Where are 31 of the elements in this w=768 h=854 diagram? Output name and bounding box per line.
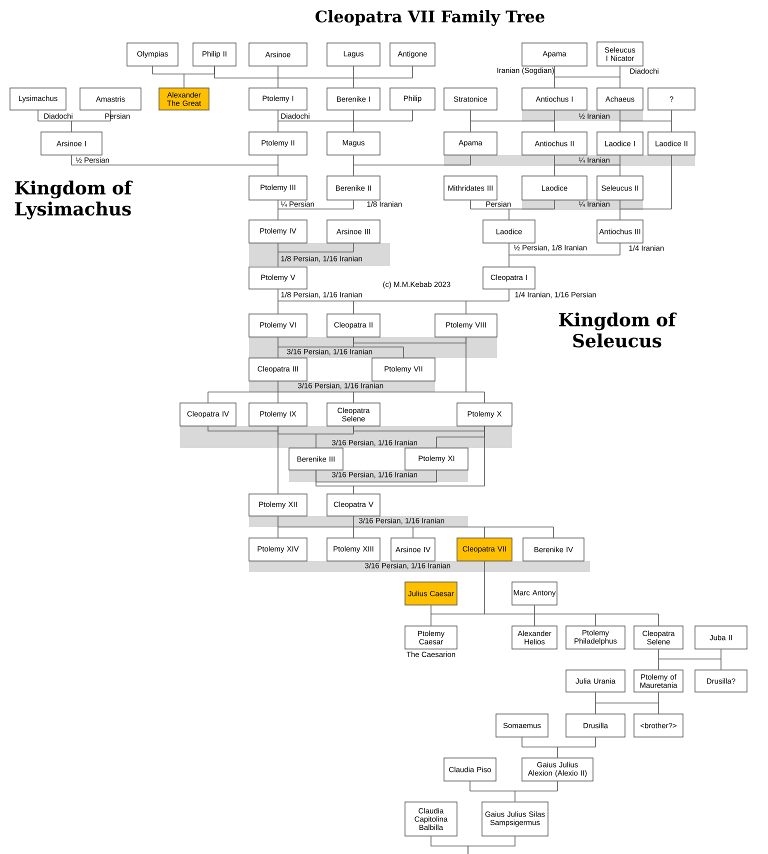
lineage-line (508, 242, 620, 268)
lineage-line (278, 336, 404, 358)
lineage-line (353, 336, 466, 344)
lineage-line (38, 110, 111, 132)
lineage-line (71, 154, 278, 176)
lineage-line (316, 470, 437, 482)
lineage-line (470, 200, 555, 220)
title: Cleopatra VII Family Tree (316, 10, 544, 26)
lineage-line (208, 426, 278, 432)
lineage-line (353, 426, 485, 432)
lineage-line (620, 154, 672, 220)
lineage-line (522, 736, 596, 758)
lineage-line (353, 154, 471, 176)
lineage-line (278, 110, 413, 132)
lineage-line (278, 516, 554, 538)
lineage-line (554, 66, 620, 88)
region-label: Kingdom of Seleucus (559, 312, 677, 348)
lineage-line (595, 692, 659, 714)
lineage-line (470, 110, 555, 132)
lineage-line (278, 200, 354, 220)
lineage-line (430, 560, 659, 626)
region-label: Kingdom of Lysimachus (15, 180, 133, 220)
lineage-line (554, 154, 620, 176)
lineage-line (620, 110, 672, 132)
lineage-line (470, 780, 558, 802)
lineage-line (278, 288, 510, 314)
lineage-line (658, 648, 722, 670)
lineage-line (468, 836, 516, 854)
lineage-line (152, 66, 215, 88)
lineage-line (214, 66, 413, 88)
lineage-line (278, 242, 354, 268)
